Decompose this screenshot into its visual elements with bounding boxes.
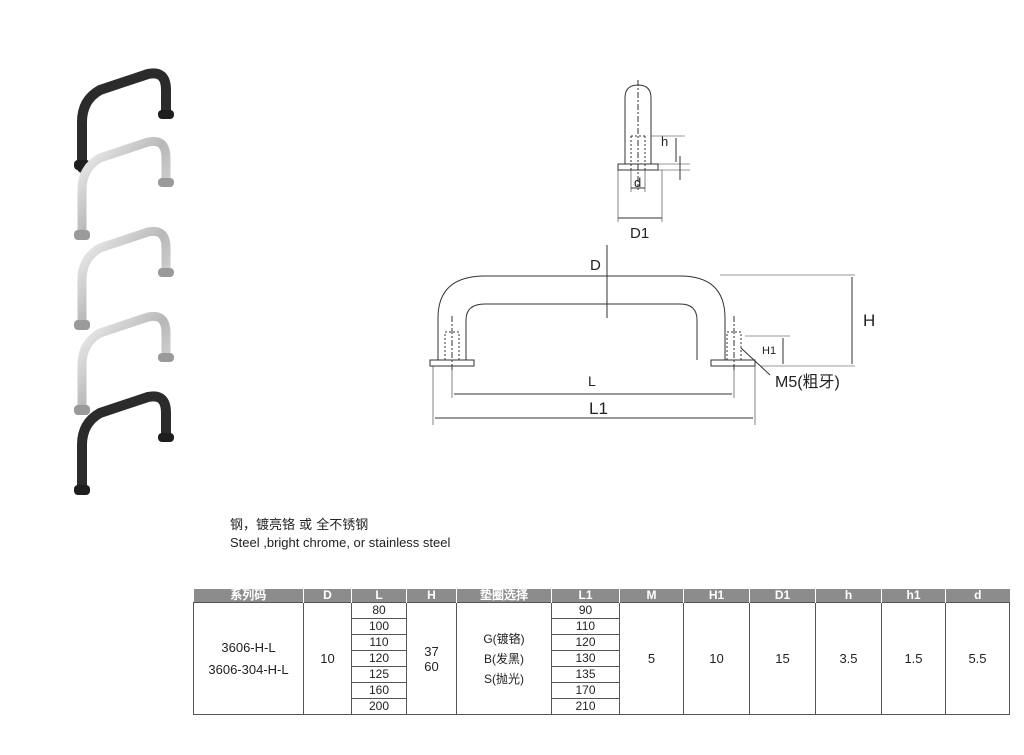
header-h1: h1 (881, 589, 946, 603)
finish-options: G(镀铬) B(发黑) S(抛光) (456, 602, 552, 715)
M-value: 5 (619, 602, 684, 715)
material-text-en: Steel ,bright chrome, or stainless steel (230, 535, 451, 550)
finish-option: B(发黑) (484, 651, 524, 666)
label-L1: L1 (589, 399, 608, 418)
label-D1: D1 (630, 225, 649, 242)
label-H1: H1 (762, 345, 776, 357)
header-d: d (945, 589, 1010, 603)
h-value: 3.5 (815, 602, 882, 715)
series-code: 3606-304-H-L (208, 661, 289, 677)
label-D: D (590, 257, 601, 274)
chrome-handle-photo-2 (74, 226, 174, 330)
L1-value: 135 (552, 667, 619, 683)
series-code: 3606-H-L (221, 639, 276, 655)
series-cell: 3606-H-L 3606-304-H-L (193, 602, 304, 715)
header-H: H (406, 589, 457, 603)
label-M5: M5(粗牙) (775, 373, 840, 391)
D-value: 10 (303, 602, 352, 715)
d-value: 5.5 (945, 602, 1010, 715)
L-value: 100 (352, 619, 406, 635)
header-washer: 垫圈选择 (456, 589, 552, 603)
header-D: D (303, 589, 352, 603)
label-L: L (588, 373, 596, 389)
header-series: 系列码 (193, 589, 304, 603)
L-value: 200 (368, 699, 390, 713)
L-value: 120 (352, 651, 406, 667)
H-values: 37 60 (406, 602, 457, 715)
L1-value: 110 (552, 619, 619, 635)
L1-value: 170 (552, 683, 619, 699)
black-handle-photo-2 (74, 391, 174, 495)
product-photos (74, 68, 174, 495)
D1-value: 15 (749, 602, 816, 715)
front-view-drawing: D H H1 M5(粗牙) L L1 (429, 245, 875, 425)
label-H: H (863, 311, 875, 330)
L-value: 160 (352, 683, 406, 699)
header-row: 系列码 D L H 垫圈选择 L1 M H1 D1 h h1 d (193, 589, 1010, 603)
finish-option: S(抛光) (484, 671, 524, 686)
L1-value: 210 (575, 699, 596, 713)
header-L1: L1 (551, 589, 620, 603)
L1-value: 130 (552, 651, 619, 667)
label-d: d (634, 175, 641, 190)
black-handle-photo (74, 68, 174, 173)
h1-value: 1.5 (881, 602, 946, 715)
table-row: 3606-H-L 3606-304-H-L 10 80 100 110 120 … (193, 602, 1010, 715)
L-value: 80 (352, 603, 406, 619)
H-value: 60 (424, 658, 439, 674)
header-H1: H1 (683, 589, 750, 603)
label-h: h (661, 134, 668, 149)
header-M: M (619, 589, 684, 603)
side-view-drawing: h d D1 (617, 80, 690, 242)
finish-option: G(镀铬) (483, 631, 525, 646)
L-values: 80 100 110 120 125 160 200 (351, 602, 407, 715)
L1-value: 120 (552, 635, 619, 651)
header-D1: D1 (749, 589, 816, 603)
L-value: 125 (352, 667, 406, 683)
L-value: 110 (352, 635, 406, 651)
spec-table: 系列码 D L H 垫圈选择 L1 M H1 D1 h h1 d 3606-H-… (193, 589, 1010, 715)
header-h: h (815, 589, 882, 603)
H-value: 37 (424, 643, 439, 659)
H1-value: 10 (683, 602, 750, 715)
L1-values: 90 110 120 130 135 170 210 (551, 602, 620, 715)
L1-value: 90 (552, 603, 619, 619)
chrome-handle-photo-3 (74, 311, 174, 415)
header-L: L (351, 589, 407, 603)
material-text-cn: 钢，镀亮铬 或 全不锈钢 (230, 518, 369, 533)
chrome-handle-photo-1 (74, 136, 174, 240)
